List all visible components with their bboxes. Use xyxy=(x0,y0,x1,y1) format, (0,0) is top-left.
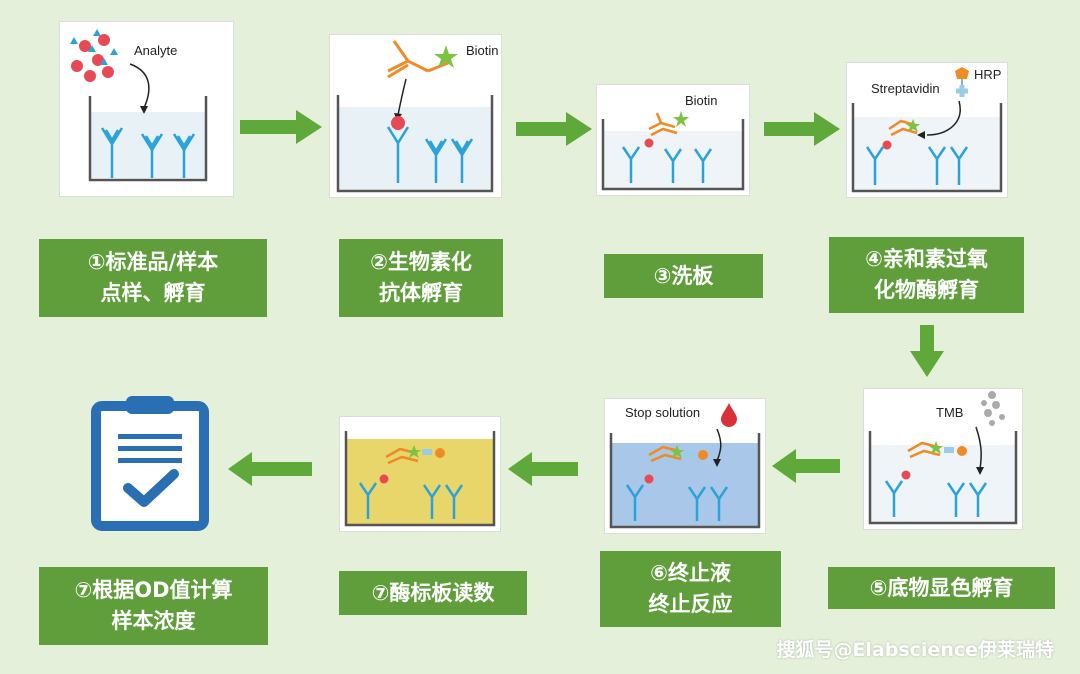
analyte-text: Analyte xyxy=(134,43,177,58)
step8-label: ⑦根据OD值计算 样本浓度 xyxy=(39,567,268,645)
step6-label: ⑥终止液 终止反应 xyxy=(600,551,781,627)
step7-label: ⑦酶标板读数 xyxy=(339,571,527,615)
step1-label: ①标准品/样本 点样、孵育 xyxy=(39,239,267,317)
biotin-text: Biotin xyxy=(466,43,499,58)
biotin-text-2: Biotin xyxy=(685,93,718,108)
capture-antibodies xyxy=(100,127,196,178)
arrow-step7-to-result xyxy=(228,452,312,490)
step6-panel: Stop solution xyxy=(604,398,766,534)
arrow-step3-to-4 xyxy=(764,112,840,150)
clipboard-check-icon xyxy=(88,392,212,532)
streptavidin-text: Streptavidin xyxy=(871,81,940,96)
analyte-molecules xyxy=(70,29,118,82)
step1-panel: Analyte xyxy=(59,21,234,197)
step5-panel: TMB xyxy=(863,388,1023,530)
stop-solution-text: Stop solution xyxy=(625,405,700,420)
arrow-step6-to-7 xyxy=(508,452,578,490)
step3-panel: Biotin xyxy=(596,84,750,196)
watermark: 搜狐号@Elabscience伊莱瑞特 xyxy=(776,639,1054,661)
arrow-step5-to-6 xyxy=(772,449,840,487)
step4-panel: Streptavidin HRP xyxy=(846,62,1008,198)
step4-label: ④亲和素过氧 化物酶孵育 xyxy=(829,237,1024,313)
hrp-text: HRP xyxy=(974,67,1001,82)
arrow-step1-to-2 xyxy=(240,110,322,148)
step5-label: ⑤底物显色孵育 xyxy=(828,567,1055,609)
tmb-dots xyxy=(981,391,1005,426)
step7-panel xyxy=(339,416,501,532)
biotinylated-antibody xyxy=(387,40,449,79)
hrp-shape xyxy=(955,67,969,79)
step2-label: ②生物素化 抗体孵育 xyxy=(339,239,503,317)
step2-panel: Biotin xyxy=(329,34,502,198)
arrow-step4-to-5 xyxy=(910,325,944,381)
step3-label: ③洗板 xyxy=(604,254,763,298)
arrow-step2-to-3 xyxy=(516,112,592,150)
stop-drop xyxy=(721,403,737,427)
biotin-star xyxy=(434,45,458,68)
tmb-text: TMB xyxy=(936,405,963,420)
